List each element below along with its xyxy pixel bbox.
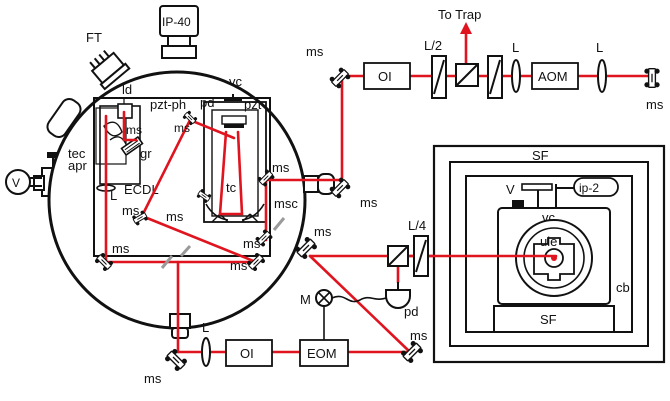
apr-label: apr	[68, 158, 87, 173]
tec-label: tec	[68, 146, 86, 161]
ecdl-label: ECDL	[124, 182, 159, 197]
l-a-label: L	[512, 40, 519, 55]
ms-label-lower-right: ms	[314, 224, 332, 239]
cb-label: cb	[616, 280, 630, 295]
ms-label-mid: ms	[166, 209, 184, 224]
eom-label: EOM	[307, 346, 337, 361]
lens-b	[597, 59, 607, 93]
ule-label: ule	[540, 234, 557, 249]
eom	[299, 339, 349, 367]
ms-label-top: ms	[306, 44, 324, 59]
lens-bottom	[201, 337, 211, 367]
mirror-ms-12	[399, 339, 425, 365]
valve-left-label: V	[12, 176, 20, 190]
lens-a	[511, 59, 521, 93]
l-b-label: L	[596, 40, 603, 55]
ms-label-port: ms	[360, 195, 378, 210]
ms-label-ecdl: ms	[126, 123, 142, 137]
pd-bottom-label: pd	[404, 304, 418, 319]
oi-top-label: OI	[378, 69, 392, 84]
ms-label-bottom: ms	[144, 371, 162, 386]
beam-splitter-cavity	[272, 217, 286, 231]
ms-label-cavity: ms	[243, 236, 261, 251]
m-label: M	[300, 292, 311, 307]
photodiode-bottom	[385, 289, 411, 309]
ms-label-bottom-right: ms	[230, 258, 248, 273]
ms-label-bottom-left: ms	[112, 241, 130, 256]
l-bottom-label: L	[202, 320, 209, 335]
to-trap-label: To Trap	[438, 7, 481, 22]
upper-optics: OI L/2 L AOM L	[363, 38, 607, 99]
valve-right-label: V	[506, 182, 515, 197]
ms-label-upper: ms	[174, 121, 190, 135]
optical-isolator-top	[363, 62, 411, 90]
sf-top-label: SF	[532, 148, 549, 163]
inner-cavity-housing	[203, 101, 267, 223]
mirror-ms-9	[328, 66, 352, 90]
ms-label-eom: ms	[410, 328, 428, 343]
pzt-label: pzt	[244, 97, 262, 112]
to-trap-arrow	[460, 22, 472, 34]
msc-label: msc	[274, 196, 298, 211]
aom-label: AOM	[538, 69, 568, 84]
feedthrough-ft	[89, 49, 131, 91]
pzt-ph-label: pzt-ph	[150, 97, 186, 112]
ms-label-far-right: ms	[646, 97, 664, 112]
gr-label: gr	[140, 146, 152, 161]
sf-base	[493, 305, 615, 333]
grating	[120, 135, 144, 157]
l-quarter-label: L/4	[408, 218, 426, 233]
ft-label: FT	[86, 30, 102, 45]
ecdl-lens-label: L	[110, 188, 117, 203]
ip2-label: ip-2	[579, 181, 599, 195]
l-half-label: L/2	[424, 38, 442, 53]
ms-label-right: ms	[272, 160, 290, 175]
ld-label: ld	[122, 82, 132, 97]
ms-label-left: ms	[122, 203, 140, 218]
mirror-ms-13	[643, 67, 661, 89]
cb-box	[449, 161, 649, 347]
optical-isolator-bottom	[225, 339, 273, 367]
lower-optics: L/4 pd M EOM OI L	[201, 218, 429, 367]
oi-bottom-label: OI	[240, 346, 254, 361]
aom	[531, 62, 579, 90]
sf-bottom-label: SF	[540, 312, 557, 327]
beam-splitter-lower	[160, 255, 174, 269]
pd-top-label: pd	[200, 95, 214, 110]
tc-label: tc	[226, 180, 237, 195]
vacuum-chamber: IP-40 FT V	[5, 5, 335, 339]
shielded-cavity: SF cb ip-2 V vc ule SF	[432, 144, 666, 364]
vc-top-label: vc	[229, 74, 243, 89]
ip40-label: IP-40	[162, 15, 191, 29]
